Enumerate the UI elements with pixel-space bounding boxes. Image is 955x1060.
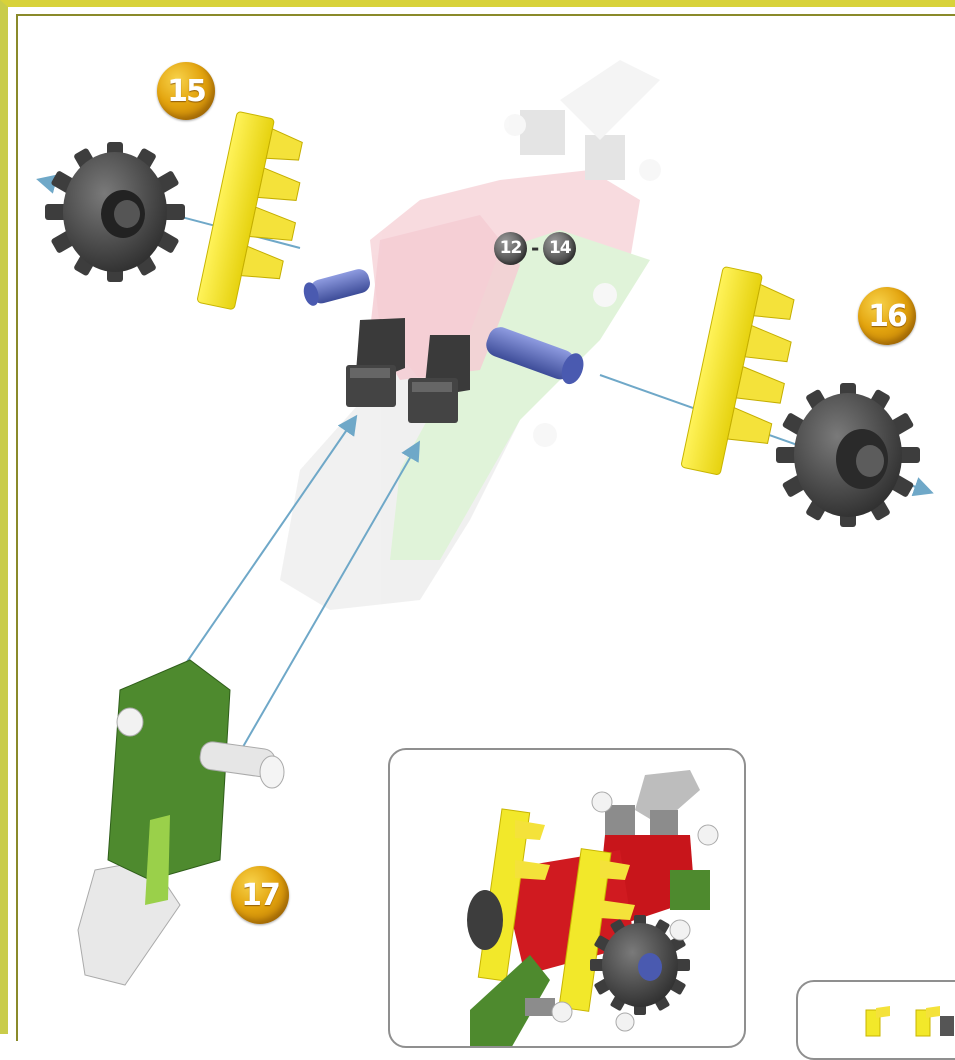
next-step-preview-panel — [796, 980, 955, 1060]
step-reference: 12 - 14 — [494, 228, 576, 268]
step-15-badge: 15 — [157, 62, 215, 120]
step-16-badge: 16 — [858, 287, 916, 345]
green-connector-icon — [78, 660, 284, 985]
assembly-preview-icon — [390, 750, 746, 1048]
reference-from-badge: 12 — [494, 232, 527, 265]
gear-icon — [45, 142, 185, 282]
gear-icon-2 — [776, 383, 920, 527]
blue-axle-icon — [301, 267, 372, 308]
next-assembly-preview-icon — [798, 982, 955, 1060]
reference-separator: - — [531, 236, 539, 260]
step-17-badge: 17 — [231, 866, 289, 924]
yellow-rack-icon — [197, 111, 316, 318]
assembly-preview-panel — [388, 748, 746, 1048]
reference-to-badge: 14 — [543, 232, 576, 265]
